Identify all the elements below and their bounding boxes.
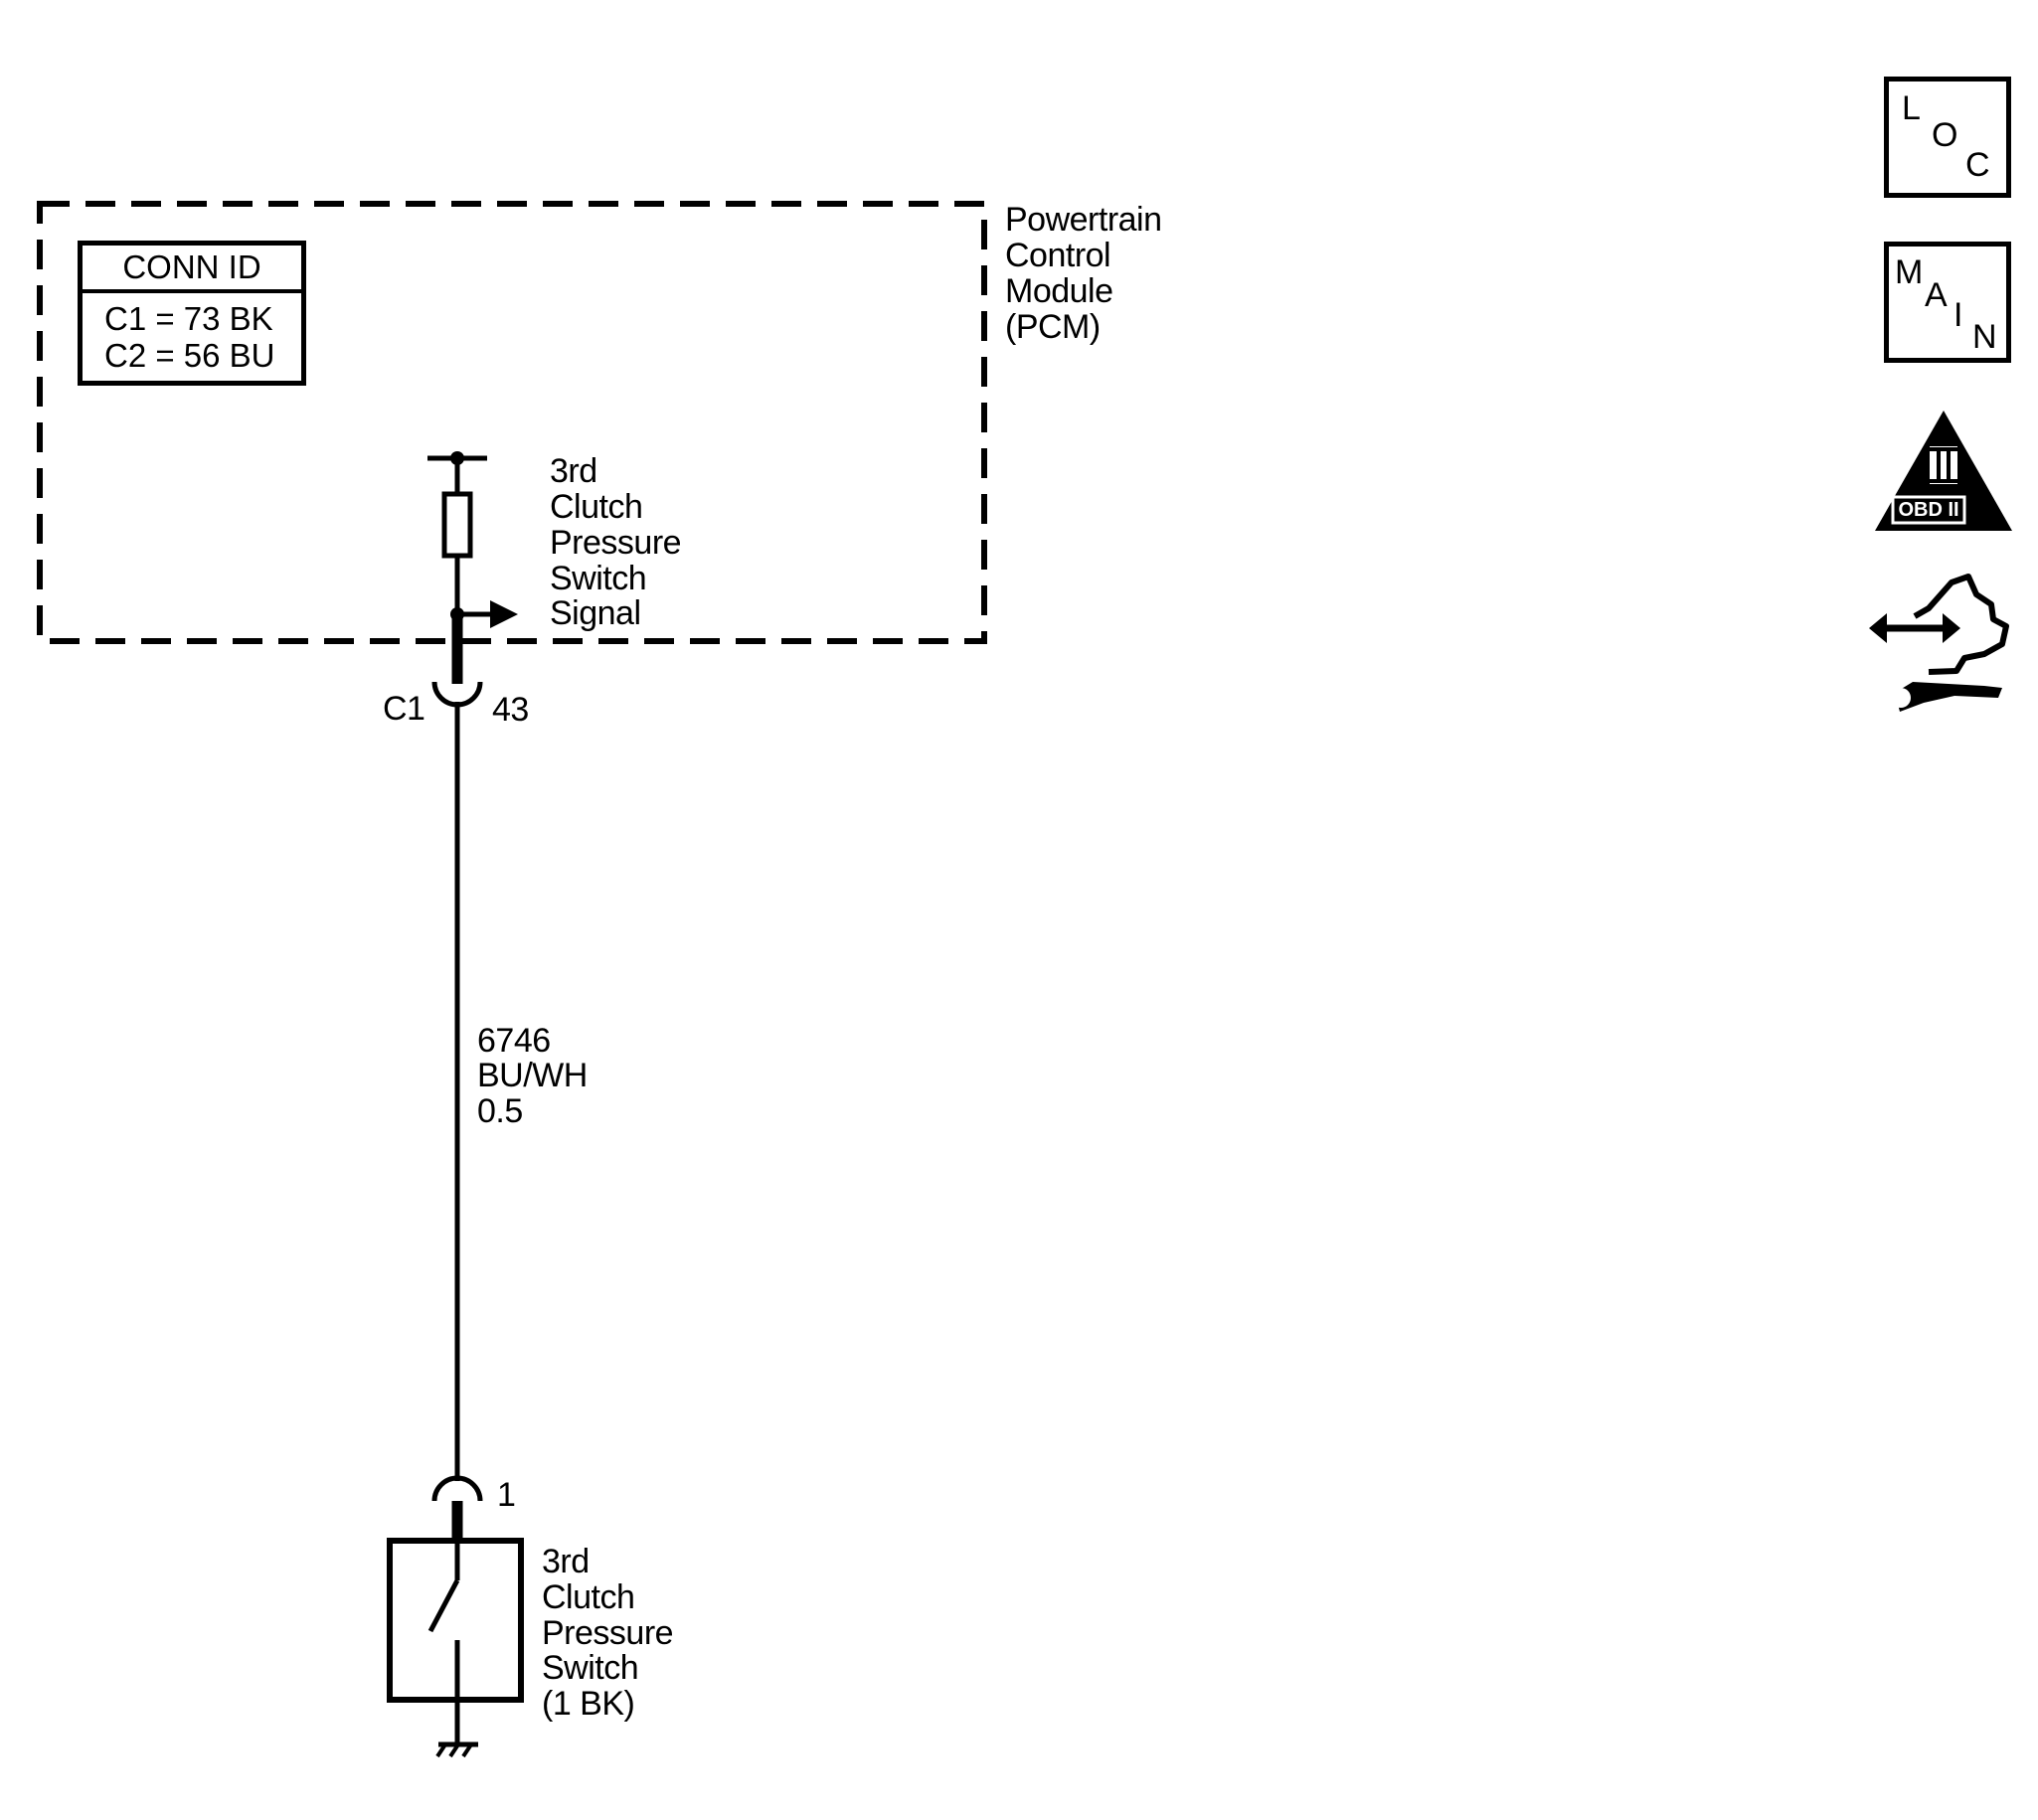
main-icon[interactable]: M A I N [1884,242,2011,363]
switch-label-line: Pressure [542,1614,674,1652]
switch-label-line: 3rd [542,1543,590,1580]
wrench-jaw [1891,688,1911,708]
switch-pin-number: 1 [497,1476,516,1514]
pcm-boundary [37,201,987,644]
main-letter-a: A [1925,276,1948,314]
connector-id-table: CONN ID C1 = 73 BK C2 = 56 BU [78,241,306,386]
loc-letter-o: O [1932,116,1958,154]
double-arrow-right-head [1943,613,1960,643]
switch-label-line: Switch [542,1649,639,1687]
main-letter-i: I [1953,296,1963,334]
loc-letter-c: C [1965,146,1990,184]
signal-label-line: Clutch [550,488,643,526]
wire-circuit-number: 6746 [477,1022,551,1060]
c1-connector-symbol [431,681,483,708]
signal-label-line: Signal [550,594,641,632]
obd-ii-caption: OBD II [1898,499,1959,521]
wire-color: BU/WH [477,1057,588,1094]
main-letter-n: N [1972,318,1997,356]
ground-hatch-2 [448,1742,460,1758]
pcm-label-line: (PCM) [1005,308,1101,346]
switch-connector-symbol [431,1475,483,1502]
switch-label-line: Clutch [542,1578,635,1616]
loc-letter-l: L [1902,89,1921,127]
signal-label-line: 3rd [550,452,597,490]
c1-connector-name: C1 [383,690,425,728]
c1-pin-number: 43 [492,691,529,729]
connector-id-row-c2: C2 = 56 BU [104,337,275,374]
schematic-repair-icon[interactable] [1869,574,2009,712]
main-letter-m: M [1895,253,1924,291]
ground-hatch-3 [461,1742,473,1758]
hand-outline [1913,574,2009,675]
signal-arrow-head [490,600,518,628]
obd-ii-numeral-bg [1930,446,1957,484]
pcm-label-line: Module [1005,272,1113,310]
double-arrow-left-head [1869,613,1887,643]
loc-icon[interactable]: L O C [1884,77,2011,198]
switch-blade [427,1578,460,1633]
switch-label-line: (1 BK) [542,1685,635,1723]
pcm-label-line: Control [1005,237,1111,274]
pcm-label-line: Powertrain [1005,201,1162,239]
connector-id-title: CONN ID [83,246,301,293]
signal-label-line: Switch [550,560,647,597]
wire-gauge: 0.5 [477,1092,523,1130]
signal-label-line: Pressure [550,524,682,562]
ground-hatch-1 [435,1742,447,1758]
obd-ii-caption-box [1891,495,1966,525]
pullup-resistor [441,491,473,559]
connector-id-row-c1: C1 = 73 BK [104,300,273,337]
wrench-shape [1895,682,2002,712]
